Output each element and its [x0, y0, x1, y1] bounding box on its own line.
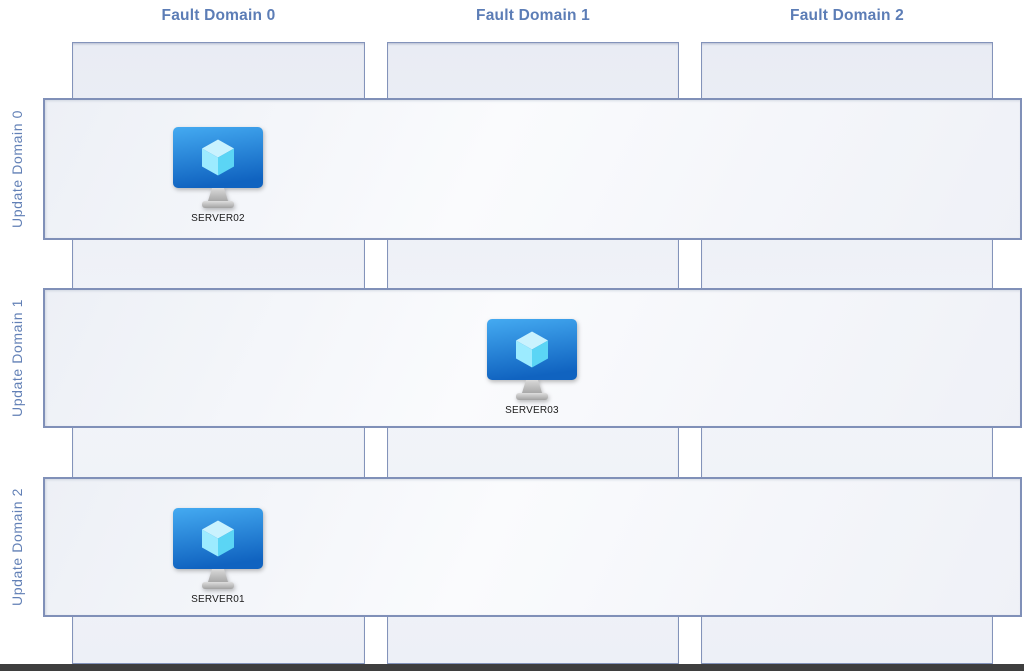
update-domain-0-label: Update Domain 0 — [3, 98, 31, 240]
virtual-machine-icon — [170, 507, 266, 593]
update-domain-2-label: Update Domain 2 — [3, 477, 31, 617]
update-domain-2-row — [43, 477, 1022, 617]
virtual-machine-icon — [170, 126, 266, 212]
vm-server03-label: SERVER03 — [505, 405, 559, 416]
vm-server01: SERVER01 — [170, 507, 266, 605]
vm-server02-label: SERVER02 — [191, 213, 245, 224]
fault-domain-0-header: Fault Domain 0 — [161, 7, 276, 24]
update-domain-0-label-text: Update Domain 0 — [9, 110, 25, 228]
update-domain-2-label-text: Update Domain 2 — [9, 488, 25, 606]
vm-server03: SERVER03 — [484, 318, 580, 416]
vm-server01-label: SERVER01 — [191, 594, 245, 605]
vm-server02: SERVER02 — [170, 126, 266, 224]
update-domain-1-label-text: Update Domain 1 — [9, 299, 25, 417]
fault-domain-2-header: Fault Domain 2 — [790, 7, 904, 24]
fault-domain-1-header: Fault Domain 1 — [476, 7, 590, 24]
bottom-edge-bar — [0, 664, 1024, 671]
virtual-machine-icon — [484, 318, 580, 404]
update-domain-1-label: Update Domain 1 — [3, 288, 31, 428]
